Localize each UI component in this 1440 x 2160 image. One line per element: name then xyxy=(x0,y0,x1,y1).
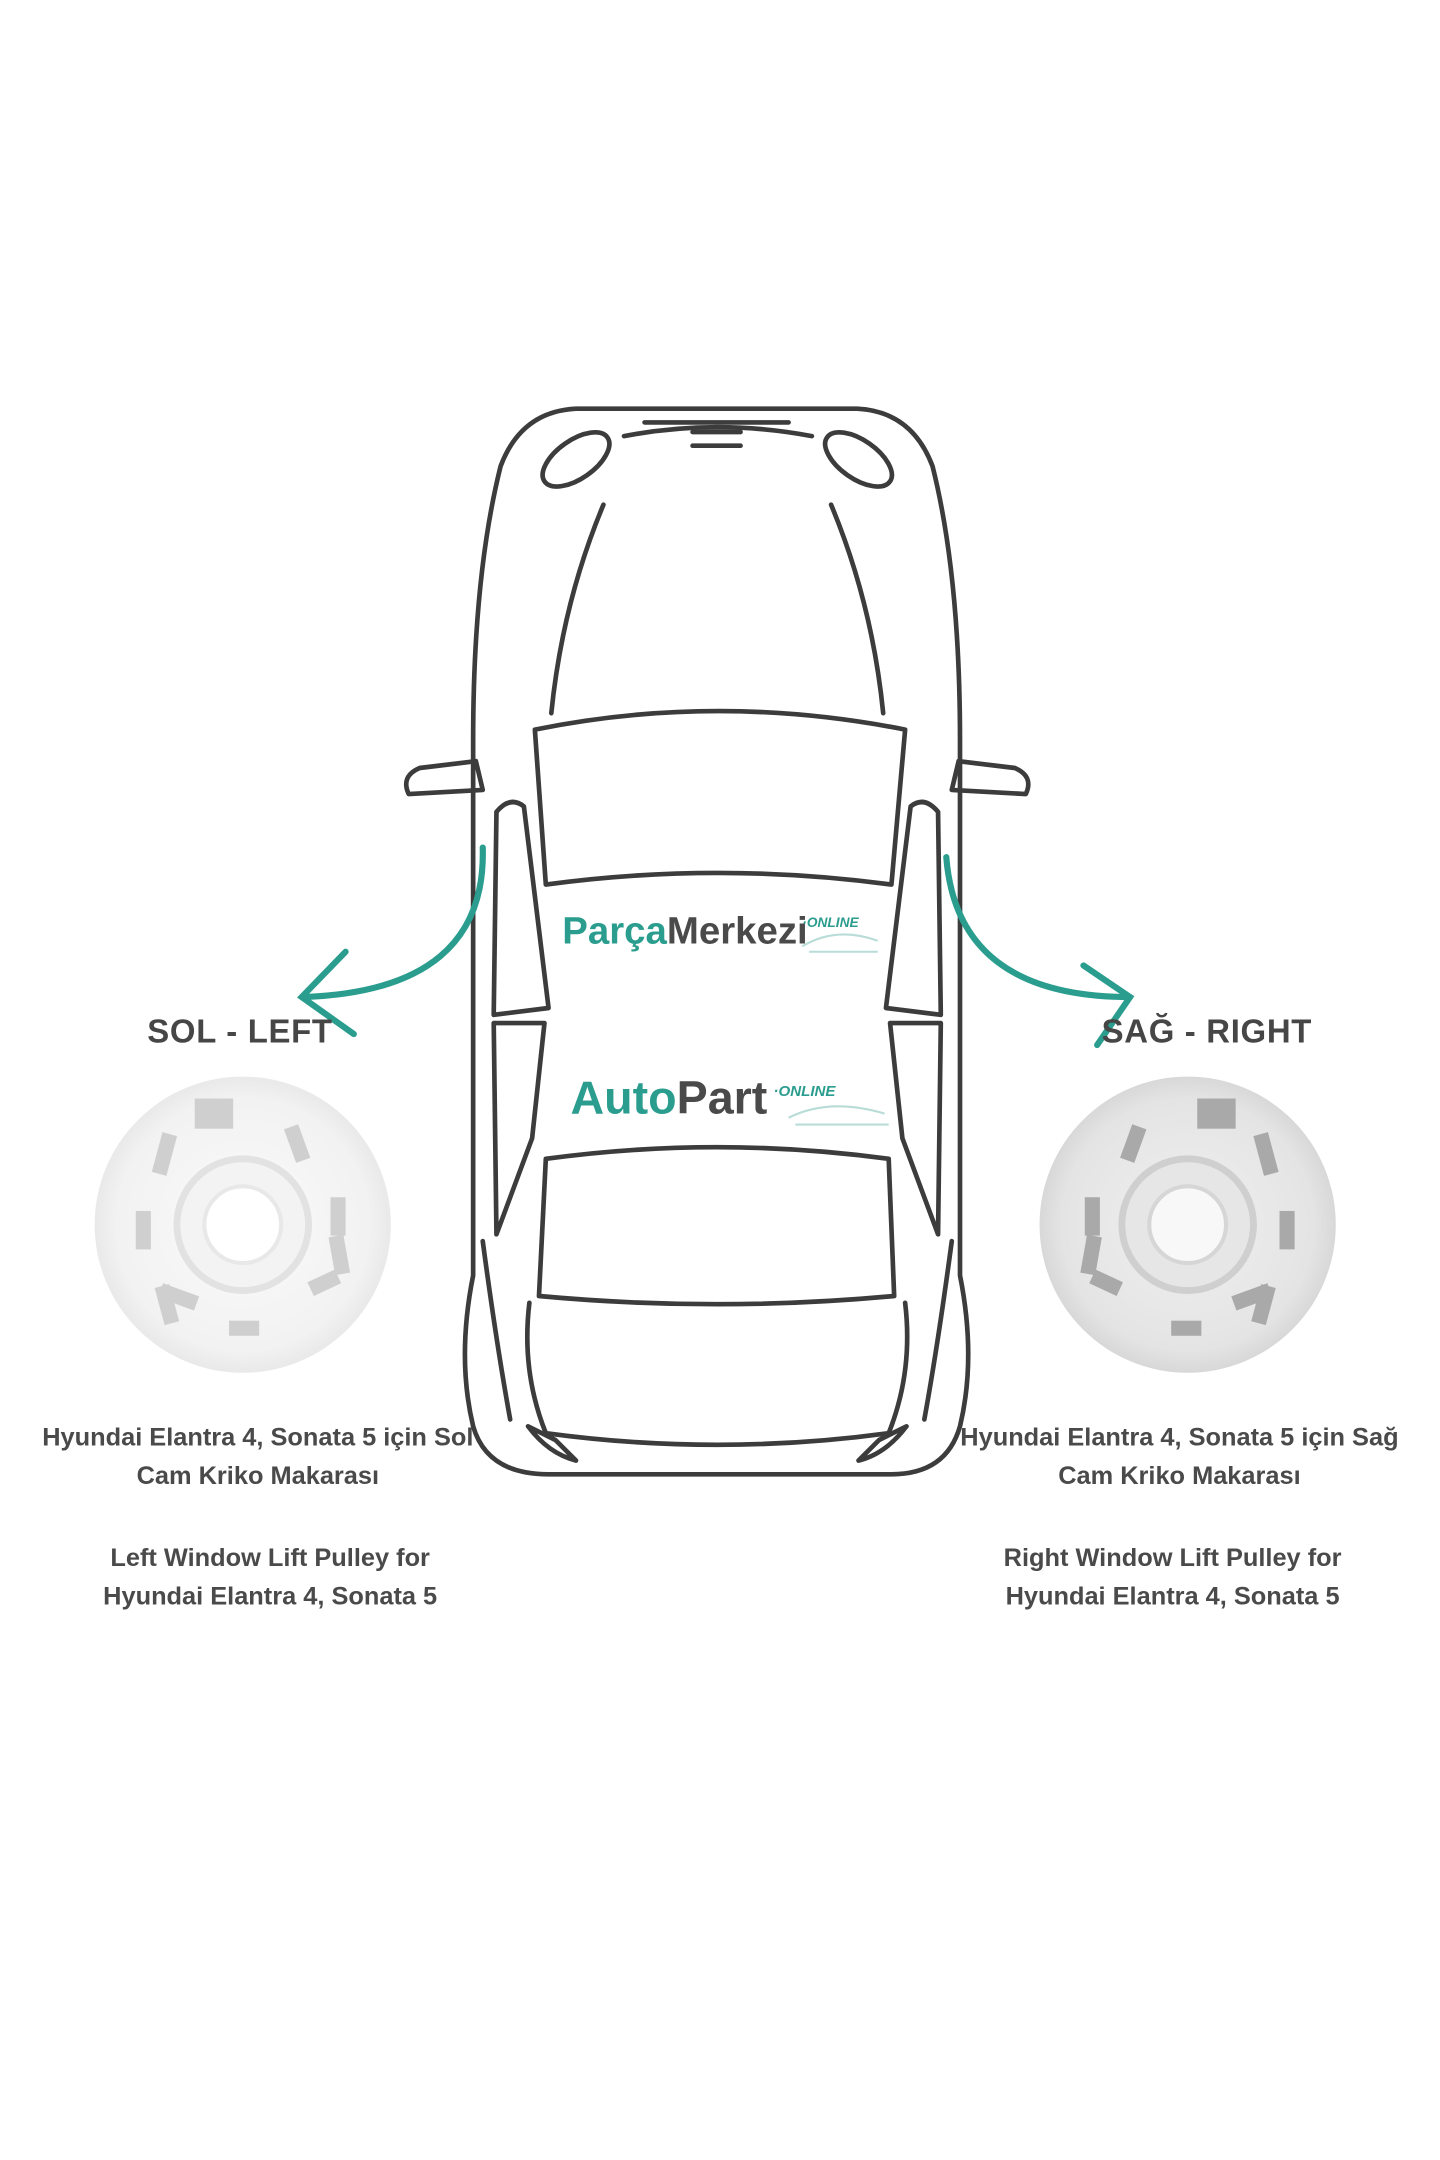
right-caption: Hyundai Elantra 4, Sonata 5 için Sağ Cam… xyxy=(960,1423,1398,1610)
left-caption-tr-line2: Cam Kriko Makarası xyxy=(137,1462,379,1490)
autopart-logo: AutoPart ·ONLINE xyxy=(571,1072,889,1126)
windshield xyxy=(532,708,908,887)
hood-line-right xyxy=(828,502,886,716)
left-pulley-image xyxy=(94,1076,391,1373)
logo-part1: Auto xyxy=(571,1072,677,1124)
grille xyxy=(621,420,815,439)
taillight-right xyxy=(856,1423,909,1463)
logo-part2: Part xyxy=(677,1072,768,1124)
left-caption: Hyundai Elantra 4, Sonata 5 için Sol Cam… xyxy=(42,1423,473,1610)
logo-part2: Merkezi xyxy=(667,910,808,953)
headlight-right xyxy=(822,430,895,489)
arrow-right-icon xyxy=(943,854,1135,1049)
car-body xyxy=(462,406,971,1477)
right-side-label: SAĞ - RIGHT xyxy=(1102,1012,1312,1049)
hood-line-left xyxy=(548,502,606,716)
right-caption-tr-line2: Cam Kriko Makarası xyxy=(1058,1462,1300,1490)
side-window-left-front xyxy=(491,799,551,1018)
side-window-right-rear xyxy=(887,1020,944,1237)
trunk-lines xyxy=(524,1300,910,1448)
side-window-right-front xyxy=(883,799,944,1018)
left-caption-en-line2: Hyundai Elantra 4, Sonata 5 xyxy=(103,1583,437,1611)
left-caption-en-line1: Left Window Lift Pulley for xyxy=(110,1544,430,1572)
parcamerkezi-logo: ParçaMerkezi ·ONLINE xyxy=(562,910,879,953)
arrow-left-icon xyxy=(296,844,486,1038)
right-caption-en-line2: Hyundai Elantra 4, Sonata 5 xyxy=(1006,1583,1340,1611)
car-top-view-icon xyxy=(403,406,1031,1477)
left-caption-tr-line1: Hyundai Elantra 4, Sonata 5 için Sol xyxy=(42,1423,473,1451)
logo-suffix: ·ONLINE xyxy=(802,915,859,930)
mirror-left xyxy=(403,758,486,797)
taillight-left xyxy=(525,1423,579,1463)
rear-window xyxy=(536,1144,897,1307)
logo-suffix: ·ONLINE xyxy=(773,1083,836,1100)
svg-text:ParçaMerkezi: ParçaMerkezi xyxy=(562,910,807,953)
logo-part1: Parça xyxy=(562,910,667,953)
svg-text:AutoPart: AutoPart xyxy=(571,1072,768,1124)
right-caption-en-line1: Right Window Lift Pulley for xyxy=(1004,1544,1342,1572)
mirror-right xyxy=(949,758,1031,797)
right-pulley-image xyxy=(1039,1076,1336,1373)
right-caption-tr-line1: Hyundai Elantra 4, Sonata 5 için Sağ xyxy=(960,1423,1398,1451)
side-window-left-rear xyxy=(491,1020,547,1237)
headlight-left xyxy=(540,430,612,489)
left-side-label: SOL - LEFT xyxy=(147,1012,332,1049)
